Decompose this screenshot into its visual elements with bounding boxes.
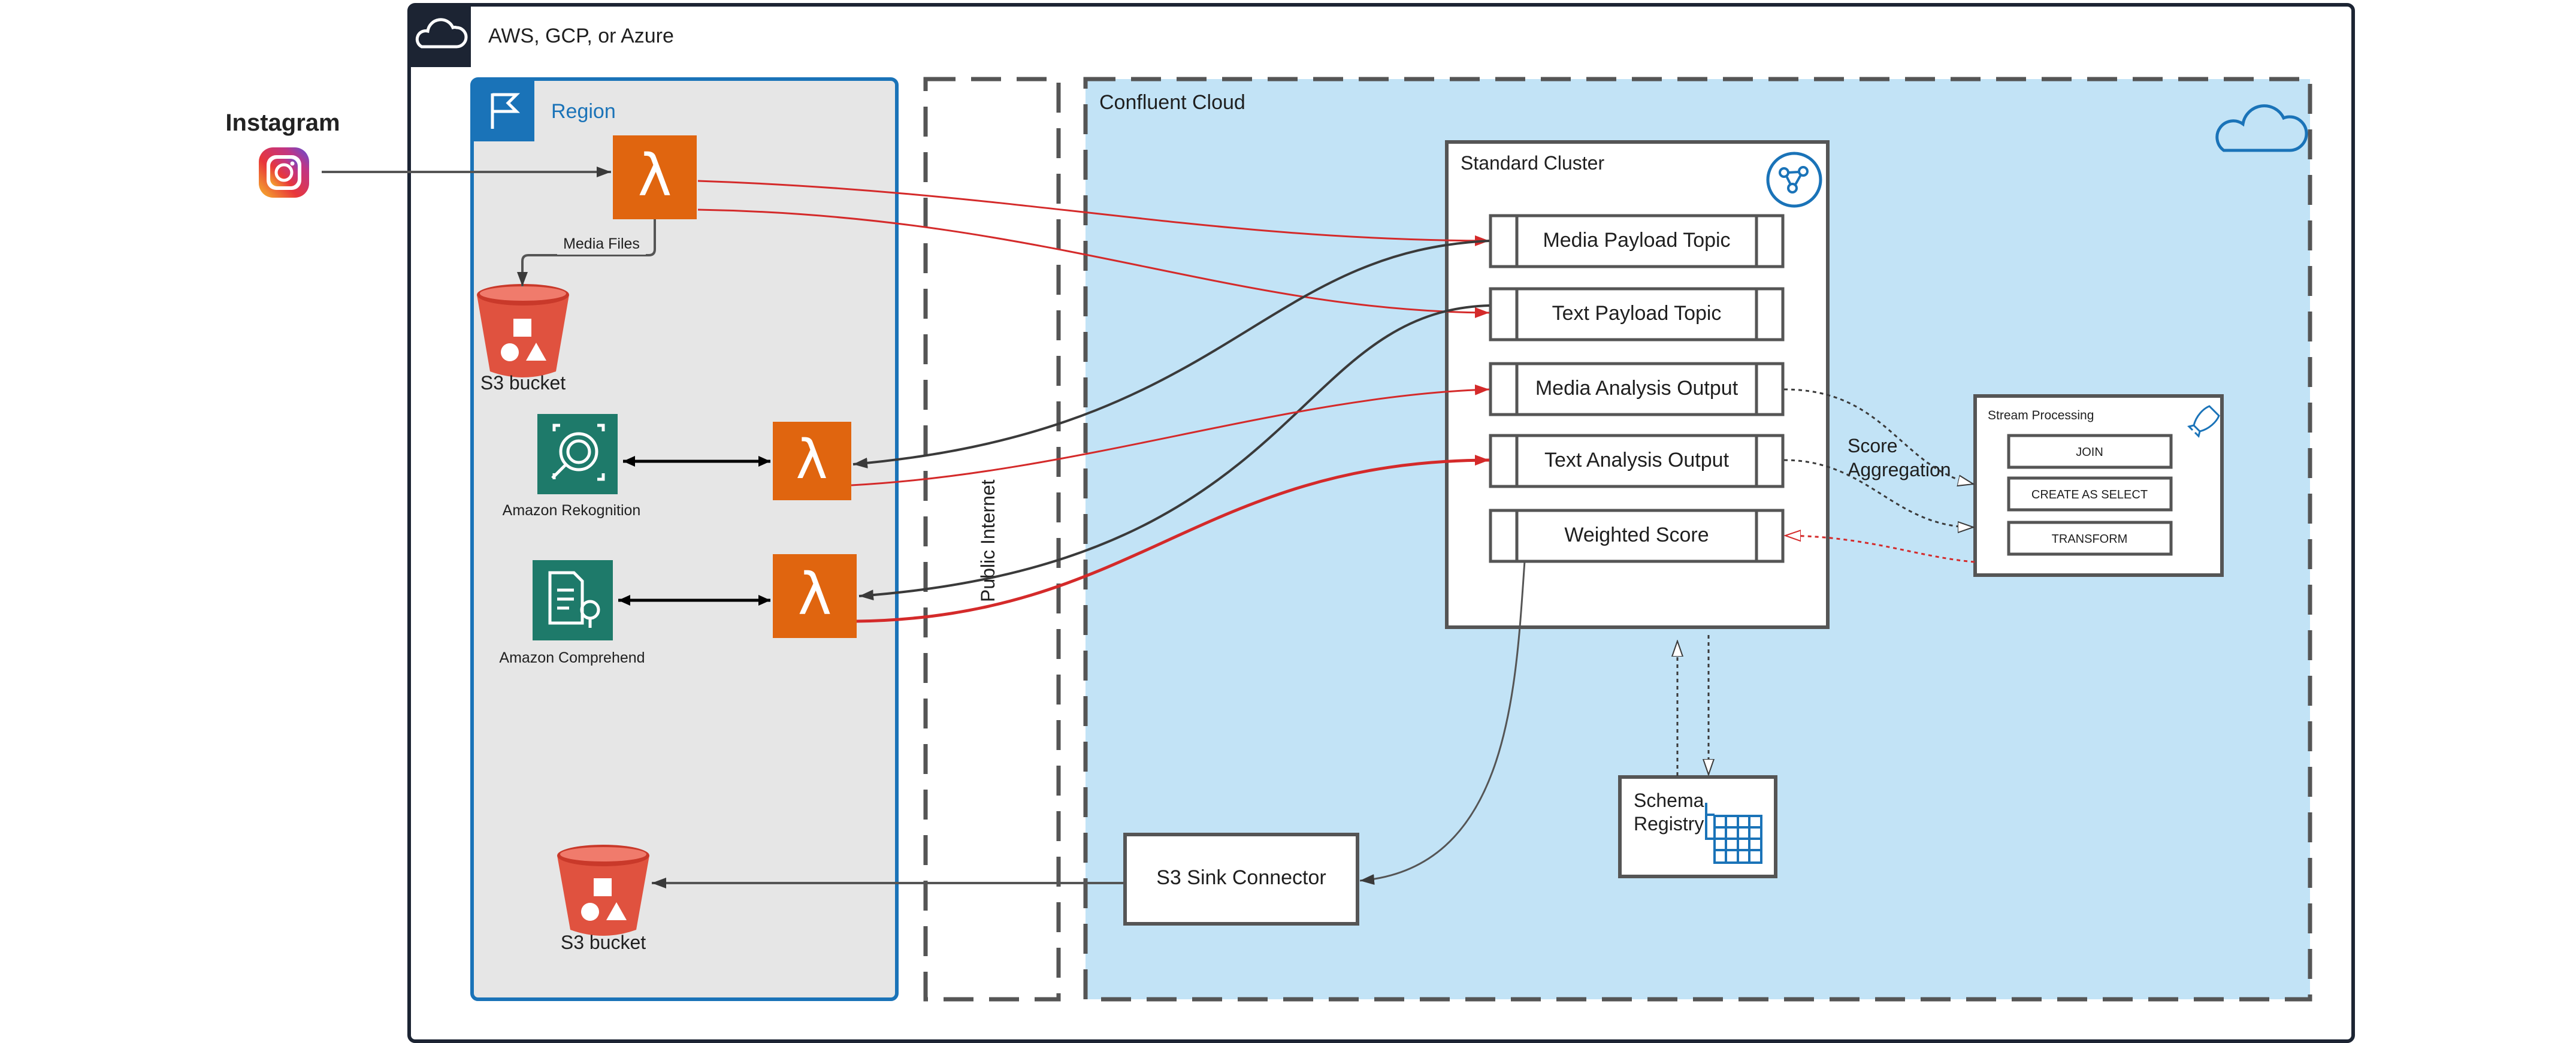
topic-label: Media Analysis Output	[1535, 377, 1739, 400]
stream-item-label: CREATE AS SELECT	[2031, 488, 2148, 501]
standard-cluster-title: Standard Cluster	[1461, 152, 1604, 174]
lambda-ingest: λ	[613, 135, 697, 219]
instagram-source: Instagram	[225, 110, 340, 198]
rocket-icon	[2187, 405, 2220, 438]
topic-label: Text Analysis Output	[1544, 449, 1730, 471]
confluent-cloud-title: Confluent Cloud	[1099, 91, 1245, 114]
arrow-stream-to-weighted-score	[1785, 536, 1975, 563]
arrow-text-analysis-to-stream	[1783, 459, 1973, 527]
score-aggregation-line2: Aggregation	[1848, 459, 1951, 480]
cloud-provider-icon	[415, 18, 468, 49]
lambda-icon: λ	[638, 142, 672, 209]
topic-media-payload: Media Payload Topic	[1489, 214, 1785, 268]
stream-transform-item: TRANSFORM	[2007, 521, 2173, 556]
arrow-media-files-to-s3	[517, 219, 656, 286]
amazon-rekognition: Amazon Rekognition	[503, 414, 641, 519]
schema-registry: Schema Registry	[1618, 775, 1777, 878]
topic-label: Weighted Score	[1564, 524, 1709, 546]
stream-item-label: JOIN	[2076, 446, 2103, 459]
rekognition-label: Amazon Rekognition	[503, 502, 641, 519]
arrow-lambda-to-media-analysis	[851, 384, 1490, 486]
lambda-icon: λ	[796, 428, 827, 491]
comprehend-label: Amazon Comprehend	[499, 649, 645, 666]
s3-shapes-icon	[581, 878, 627, 921]
s3-shapes-icon	[501, 319, 546, 361]
score-aggregation-line1: Score	[1848, 435, 1898, 456]
stream-processing: Stream Processing JOIN CREATE AS SELECT …	[1973, 394, 2224, 577]
stream-item-label: TRANSFORM	[2052, 533, 2128, 546]
amazon-comprehend: Amazon Comprehend	[499, 560, 645, 666]
public-internet-label: Public Internet	[977, 479, 999, 602]
rekognition-icon	[551, 424, 605, 481]
arrow-media-analysis-to-stream	[1783, 388, 1973, 484]
arrow-lambda-to-text-analysis	[856, 455, 1490, 623]
arrow-lambda-to-text-payload	[697, 208, 1490, 318]
standard-cluster: Standard Cluster Media Payload Topic Tex…	[1445, 140, 1830, 629]
lambda-rekognition: λ	[773, 422, 851, 500]
arrow-media-payload-to-lambda	[852, 240, 1490, 468]
s3-bucket-bottom: S3 bucket	[557, 845, 649, 953]
region-group: Region	[470, 77, 899, 1001]
lambda-icon: λ	[798, 561, 832, 628]
schema-registry-line2: Registry	[1634, 813, 1704, 835]
topic-text-analysis-output: Text Analysis Output	[1489, 434, 1785, 488]
s3-bucket-bottom-label: S3 bucket	[561, 932, 646, 953]
topic-label: Text Payload Topic	[1552, 302, 1722, 325]
topic-text-payload: Text Payload Topic	[1489, 287, 1785, 341]
stream-cas-item: CREATE AS SELECT	[2007, 476, 2173, 512]
lambda-comprehend: λ	[773, 554, 857, 638]
comprehend-icon	[548, 571, 600, 628]
s3-sink-connector: S3 Sink Connector	[1123, 833, 1359, 926]
confluent-cloud-icon	[2215, 104, 2308, 152]
public-internet-zone: Public Internet	[923, 77, 1061, 1002]
arrow-lambda-to-media-payload	[697, 180, 1490, 246]
flag-icon	[491, 93, 521, 129]
kafka-cluster-icon	[1766, 152, 1822, 208]
instagram-label: Instagram	[225, 110, 340, 136]
schema-registry-line1: Schema	[1634, 790, 1704, 811]
topic-label: Media Payload Topic	[1543, 229, 1730, 252]
region-title: Region	[551, 100, 616, 123]
topic-weighted-score: Weighted Score	[1489, 509, 1785, 563]
schema-table-icon	[1705, 803, 1762, 864]
score-aggregation-label: Score Aggregation	[1843, 431, 1959, 486]
stream-join-item: JOIN	[2007, 434, 2173, 469]
topic-media-analysis-output: Media Analysis Output	[1489, 362, 1785, 416]
media-files-text: Media Files	[563, 235, 640, 252]
arrow-text-payload-to-lambda	[858, 304, 1490, 601]
s3-sink-connector-label: S3 Sink Connector	[1156, 866, 1326, 889]
cloud-provider-title: AWS, GCP, or Azure	[488, 25, 674, 47]
instagram-icon	[259, 147, 309, 198]
media-files-label: Media Files	[557, 233, 646, 255]
s3-bucket-top-label: S3 bucket	[480, 372, 566, 394]
stream-processing-title: Stream Processing	[1988, 409, 2094, 422]
s3-bucket-top: S3 bucket	[477, 284, 569, 394]
arrow-weighted-score-to-sink	[1359, 561, 1526, 885]
